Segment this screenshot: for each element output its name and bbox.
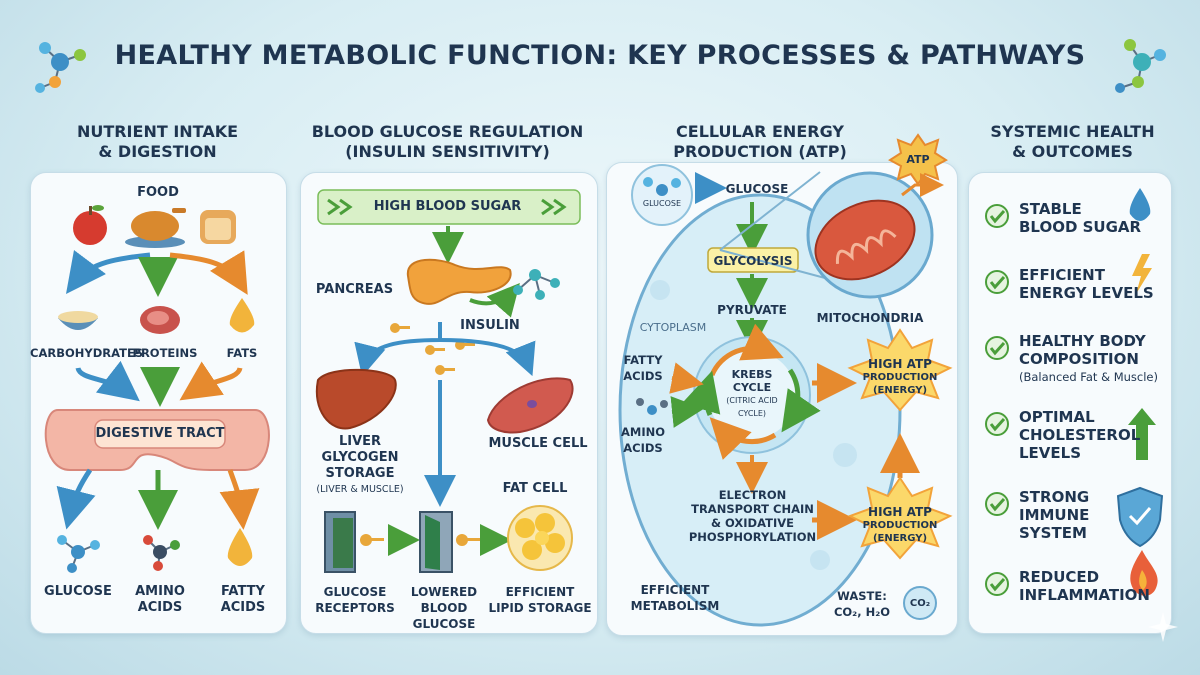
flame-icon [1130,550,1158,596]
up-arrow-icon [1128,408,1156,460]
glucose-molecule-label: GLUCOSE [642,199,682,208]
water-drop-icon [1129,188,1151,221]
high-atp-burst-icon-1 [847,328,953,412]
glucose-cell-label: GLUCOSE [725,182,789,196]
cytoplasm-label: CYTOPLASM [639,321,707,334]
shield-icon [1116,486,1164,548]
col-heading-glucose: BLOOD GLUCOSE REGULATION(INSULIN SENSITI… [311,122,584,161]
mitochondrion-magnified-icon [719,171,934,299]
molecule-icon-small [513,269,560,300]
glycolysis-box [707,247,799,273]
molecule-icon-left [35,42,86,93]
open-door-icon [419,511,480,573]
proteins-label: PROTEINS [132,346,198,360]
meat-icon [140,306,180,334]
check-icon [985,492,1009,516]
fat-drop-icon [229,298,255,333]
fatty-acid-drop-icon [227,528,253,566]
check-icon [985,572,1009,596]
glucose-label: GLUCOSE [44,584,112,599]
col-heading-outcomes: SYSTEMIC HEALTH& OUTCOMES [990,122,1155,161]
food-label: FOOD [137,185,179,200]
cytoplasm-bubbles [650,280,857,570]
intestine-icon [44,409,270,471]
muscle-cell-label: MUSCLE CELL [488,436,588,451]
roast-chicken-icon [125,208,186,248]
fats-label: FATS [226,346,258,360]
insulin-label: INSULIN [460,318,520,333]
outcome-subtext: (Balanced Fat & Muscle) [1019,370,1158,384]
pancreas-label: PANCREAS [315,282,394,297]
digestive-tract-label: DIGESTIVE TRACT [95,426,225,441]
grain-bowl-icon [58,311,98,330]
high-blood-sugar-banner [317,189,581,225]
glycolysis-label: GLYCOLYSIS [713,254,793,268]
krebs-cycle-icon [681,323,821,460]
insulin-key-icons [390,323,475,375]
high-blood-sugar-label: HIGH BLOOD SUGAR [373,199,522,214]
check-icon [985,336,1009,360]
mitochondria-label: MITOCHONDRIA [816,311,924,325]
molecule-icon-right [1115,39,1166,93]
amino-acid-molecule-icon [143,535,180,571]
glucose-molecule-icon [57,535,100,573]
lightning-icon [1132,254,1152,294]
atp-label: ATP [906,153,930,166]
glucose-molecule-bubble-icon [631,164,693,226]
co2-bubble-icon [903,586,937,620]
pancreas-icon [406,258,512,305]
co2-label: CO₂ [909,598,931,609]
amino-acid-molecule-cell-icon [636,398,668,415]
check-icon [985,412,1009,436]
col-heading-digestion: NUTRIENT INTAKE& DIGESTION [76,122,239,161]
sparkle-icon [1148,612,1178,642]
apple-icon [73,205,107,245]
liver-icon [315,368,397,430]
fat-cell-icon [507,505,573,571]
page-title: HEALTHY METABOLIC FUNCTION: KEY PROCESSE… [114,40,1086,71]
glucose-receptor-door-icon [324,511,384,573]
pyruvate-label: PYRUVATE [717,303,787,317]
fat-cell-label: FAT CELL [502,481,568,496]
check-icon [985,270,1009,294]
high-atp-burst-icon-2 [847,476,953,560]
waste-label: WASTE:CO₂, H₂O [833,589,891,619]
carbohydrates-label: CARBOHYDRATES [30,346,144,360]
bread-icon [200,210,236,244]
muscle-cell-icon [486,377,574,434]
check-icon [985,204,1009,228]
